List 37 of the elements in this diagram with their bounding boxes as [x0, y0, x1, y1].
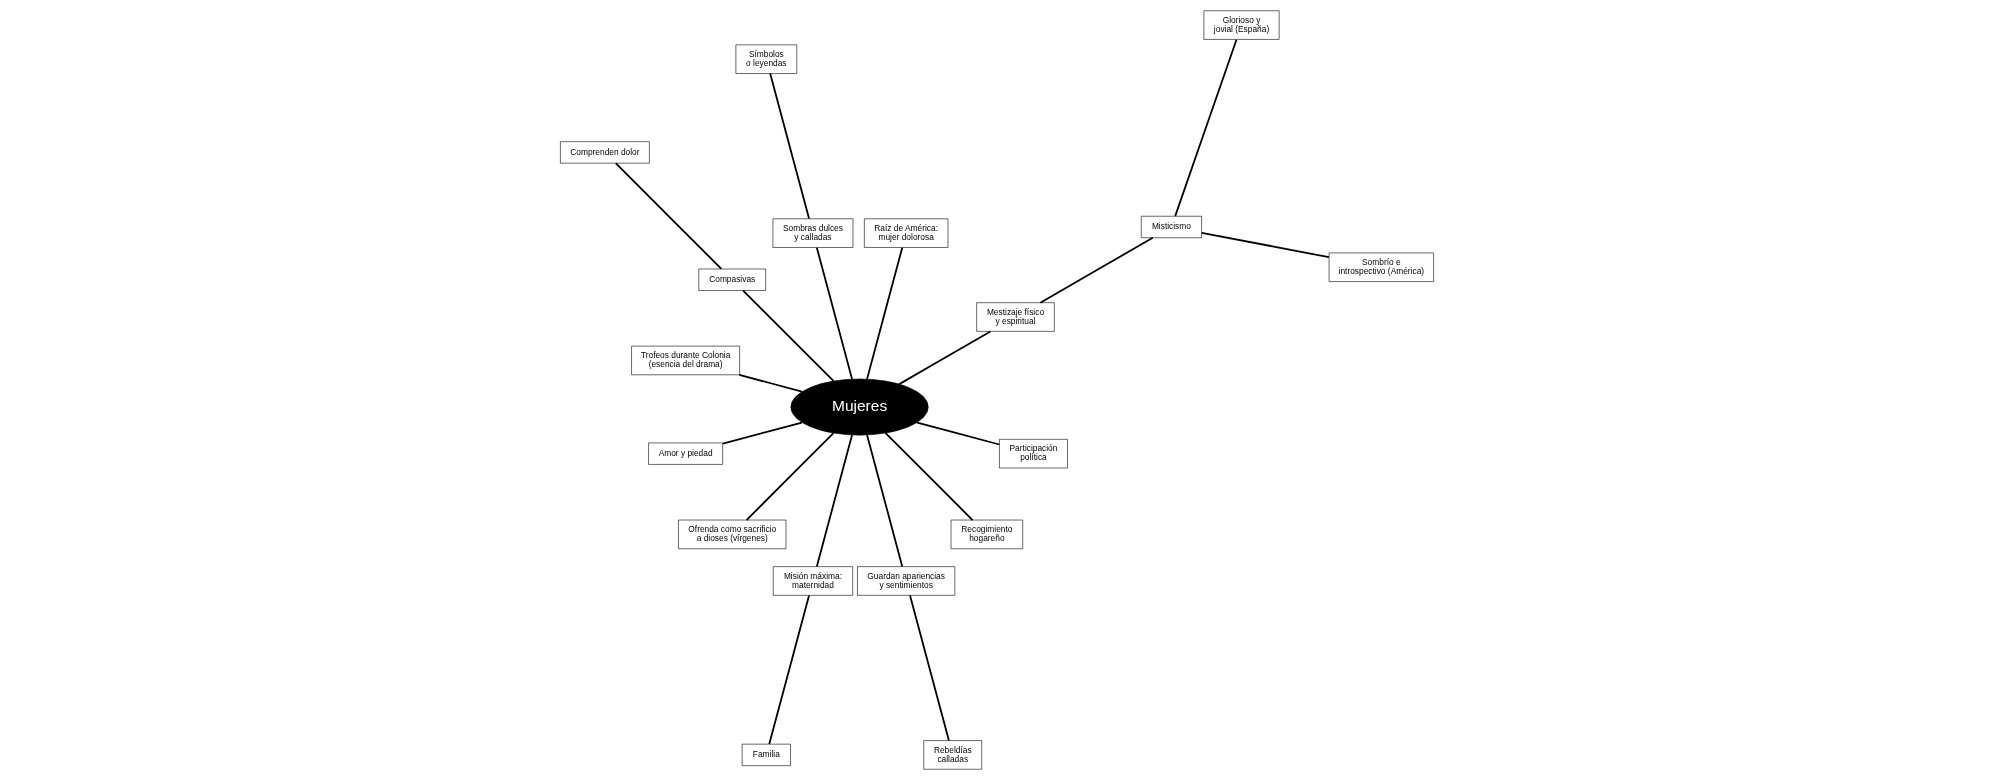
- node-box: Recogimiento hogareño: [950, 519, 1023, 549]
- node-box: Sombras dulces y calladas: [772, 218, 854, 248]
- connector: [745, 432, 835, 521]
- connector: [1174, 38, 1238, 218]
- node-box: Guardan apariencias y sentimientos: [857, 566, 956, 596]
- node-box: Compasivas: [698, 268, 766, 291]
- node-box: Sombrío e introspectivo (América): [1328, 252, 1434, 282]
- connector: [866, 246, 904, 380]
- node-box: Mestizaje físico y espiritual: [976, 302, 1055, 332]
- connector: [1200, 231, 1330, 259]
- connector: [614, 162, 723, 270]
- connector: [916, 421, 1001, 446]
- connector: [898, 330, 992, 385]
- node-box: Raíz de América: mujer dolorosa: [864, 218, 949, 248]
- connector: [866, 434, 904, 568]
- node-box: Familia: [741, 743, 791, 766]
- node-box: Ofrenda como sacrificio a dioses (vírgenes): [678, 519, 787, 549]
- node-box: Participación política: [999, 439, 1068, 469]
- node-box: Comprenden dolor: [560, 141, 650, 164]
- node-ellipse: Mujeres: [790, 378, 929, 436]
- connector: [768, 594, 810, 745]
- connector: [815, 246, 853, 380]
- connector: [815, 434, 853, 568]
- node-box: Símbolos o leyendas: [735, 44, 798, 74]
- node-box: Rebeldías calladas: [923, 740, 983, 770]
- connector: [1039, 236, 1154, 304]
- connector: [722, 421, 803, 445]
- node-box: Glorioso y jovial (España): [1203, 10, 1280, 40]
- connector: [769, 72, 810, 220]
- node-box: Misticismo: [1140, 215, 1202, 239]
- connector: [738, 373, 803, 393]
- connector: [742, 289, 835, 382]
- node-box: Amor y piedad: [648, 442, 723, 465]
- connector: [909, 594, 950, 742]
- node-box: Misión máxima: maternidad: [772, 566, 853, 596]
- node-box: Trofeos durante Colonia (esencia del drama): [631, 345, 740, 376]
- connector: [884, 432, 974, 521]
